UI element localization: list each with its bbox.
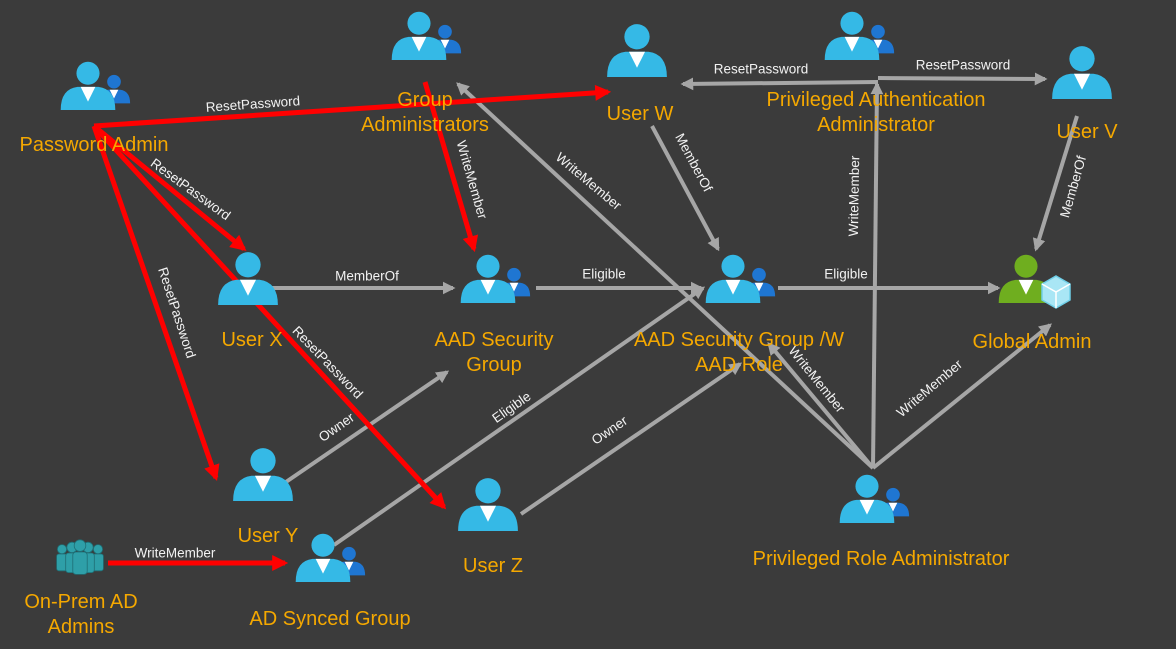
node-user-x: User X bbox=[221, 328, 282, 353]
user-icon bbox=[607, 24, 667, 77]
edge-user-y-to-aad-security-group bbox=[281, 370, 450, 486]
edge-privileged-authentication-administrator-to-user-w bbox=[680, 77, 879, 91]
node-label-line: User W bbox=[606, 103, 674, 125]
node-label-line: User Z bbox=[463, 555, 523, 577]
node-label-line: AAD Security Group /W bbox=[633, 329, 845, 351]
edge-password-admin-to-user-z bbox=[92, 124, 447, 510]
node-global-admin: Global Admin bbox=[973, 330, 1092, 355]
admin-user-icon bbox=[391, 11, 462, 60]
edge-user-z-to-aad-security-group-w-aad-role bbox=[519, 362, 743, 516]
node-label-line: Privileged Authentication bbox=[766, 89, 986, 111]
node-label-line: AAD Security bbox=[434, 329, 554, 351]
node-label-line: Administrators bbox=[361, 114, 489, 136]
admin-user-icon bbox=[839, 474, 910, 523]
node-label-line: Group bbox=[466, 354, 522, 376]
node-label-line: AAD Role bbox=[695, 354, 783, 376]
node-user-z: User Z bbox=[463, 554, 523, 579]
user-icon bbox=[218, 252, 278, 305]
node-ad-synced-group: AD Synced Group bbox=[249, 607, 410, 632]
node-user-v: User V bbox=[1056, 120, 1117, 145]
edge-privileged-role-administrator-to-group-administrators bbox=[456, 82, 875, 470]
node-label-line: User Y bbox=[237, 525, 299, 547]
node-label-line: User V bbox=[1056, 121, 1118, 143]
edge-password-admin-to-user-y bbox=[91, 125, 220, 482]
admin-user-icon bbox=[60, 61, 131, 110]
node-label-line: Password Admin bbox=[19, 134, 169, 156]
edge-label-writemember: WriteMember bbox=[454, 139, 491, 221]
node-label-line: On-Prem AD bbox=[24, 591, 138, 613]
node-label-line: Privileged Role Administrator bbox=[752, 548, 1010, 570]
edge-privileged-authentication-administrator-to-user-v bbox=[877, 72, 1048, 86]
edge-label-writemember: WriteMember bbox=[846, 155, 862, 237]
node-user-y: User Y bbox=[238, 524, 299, 549]
node-label-line: AD Synced Group bbox=[249, 608, 411, 630]
node-label-line: Administrator bbox=[817, 114, 935, 136]
user-icon bbox=[1052, 46, 1112, 99]
edge-privileged-role-administrator-to-privileged-authentication-administrator bbox=[870, 81, 884, 469]
edge-label-eligible: Eligible bbox=[824, 267, 868, 282]
edge-user-v-to-global-admin bbox=[1032, 115, 1079, 252]
edge-password-admin-to-user-w bbox=[93, 84, 612, 129]
edge-label-memberof: MemberOf bbox=[672, 131, 715, 195]
node-user-w: User W bbox=[607, 102, 674, 127]
node-privileged-role-administrator: Privileged Role Administrator bbox=[753, 547, 1010, 572]
node-label-line: Global Admin bbox=[972, 331, 1092, 353]
node-label-line: Group bbox=[397, 89, 453, 111]
edge-label-eligible: Eligible bbox=[582, 267, 626, 282]
edge-label-resetpassword: ResetPassword bbox=[916, 58, 1011, 73]
edge-label-resetpassword: ResetPassword bbox=[714, 62, 809, 77]
edge-ad-synced-group-to-aad-security-group-w-aad-role bbox=[332, 286, 706, 547]
admin-user-icon bbox=[824, 11, 895, 60]
node-on-prem-ad-admins: On-Prem AD Admins bbox=[24, 590, 137, 640]
node-password-admin: Password Admin bbox=[20, 133, 169, 158]
admin-user-icon bbox=[460, 254, 531, 303]
edge-user-w-to-aad-security-group-w-aad-role bbox=[650, 125, 720, 252]
user-icon bbox=[233, 448, 293, 501]
edge-label-resetpassword: ResetPassword bbox=[289, 323, 365, 401]
edge-label-writemember: WriteMember bbox=[894, 356, 966, 420]
edge-privileged-role-administrator-to-aad-security-group-w-aad-role bbox=[767, 342, 875, 470]
admin-user-icon bbox=[295, 533, 366, 582]
edge-group-administrators-to-aad-security-group bbox=[422, 81, 479, 253]
edge-password-admin-to-user-x bbox=[92, 124, 247, 252]
node-label-line: User X bbox=[221, 329, 283, 351]
edge-label-writemember: WriteMember bbox=[135, 546, 216, 561]
node-label-line: Admins bbox=[47, 616, 115, 638]
group-icon bbox=[56, 539, 104, 575]
node-aad-security-group-w-aad-role: AAD Security Group /W AAD Role bbox=[634, 328, 844, 378]
edge-label-memberof: MemberOf bbox=[335, 269, 399, 284]
edge-label-resetpassword: ResetPassword bbox=[155, 265, 198, 360]
user-icon bbox=[458, 478, 518, 531]
global-admin-icon bbox=[998, 254, 1071, 309]
admin-user-icon bbox=[705, 254, 776, 303]
edge-privileged-role-administrator-to-global-admin bbox=[871, 323, 1052, 470]
edge-label-resetpassword: ResetPassword bbox=[148, 155, 233, 223]
edge-label-resetpassword: ResetPassword bbox=[205, 93, 300, 115]
